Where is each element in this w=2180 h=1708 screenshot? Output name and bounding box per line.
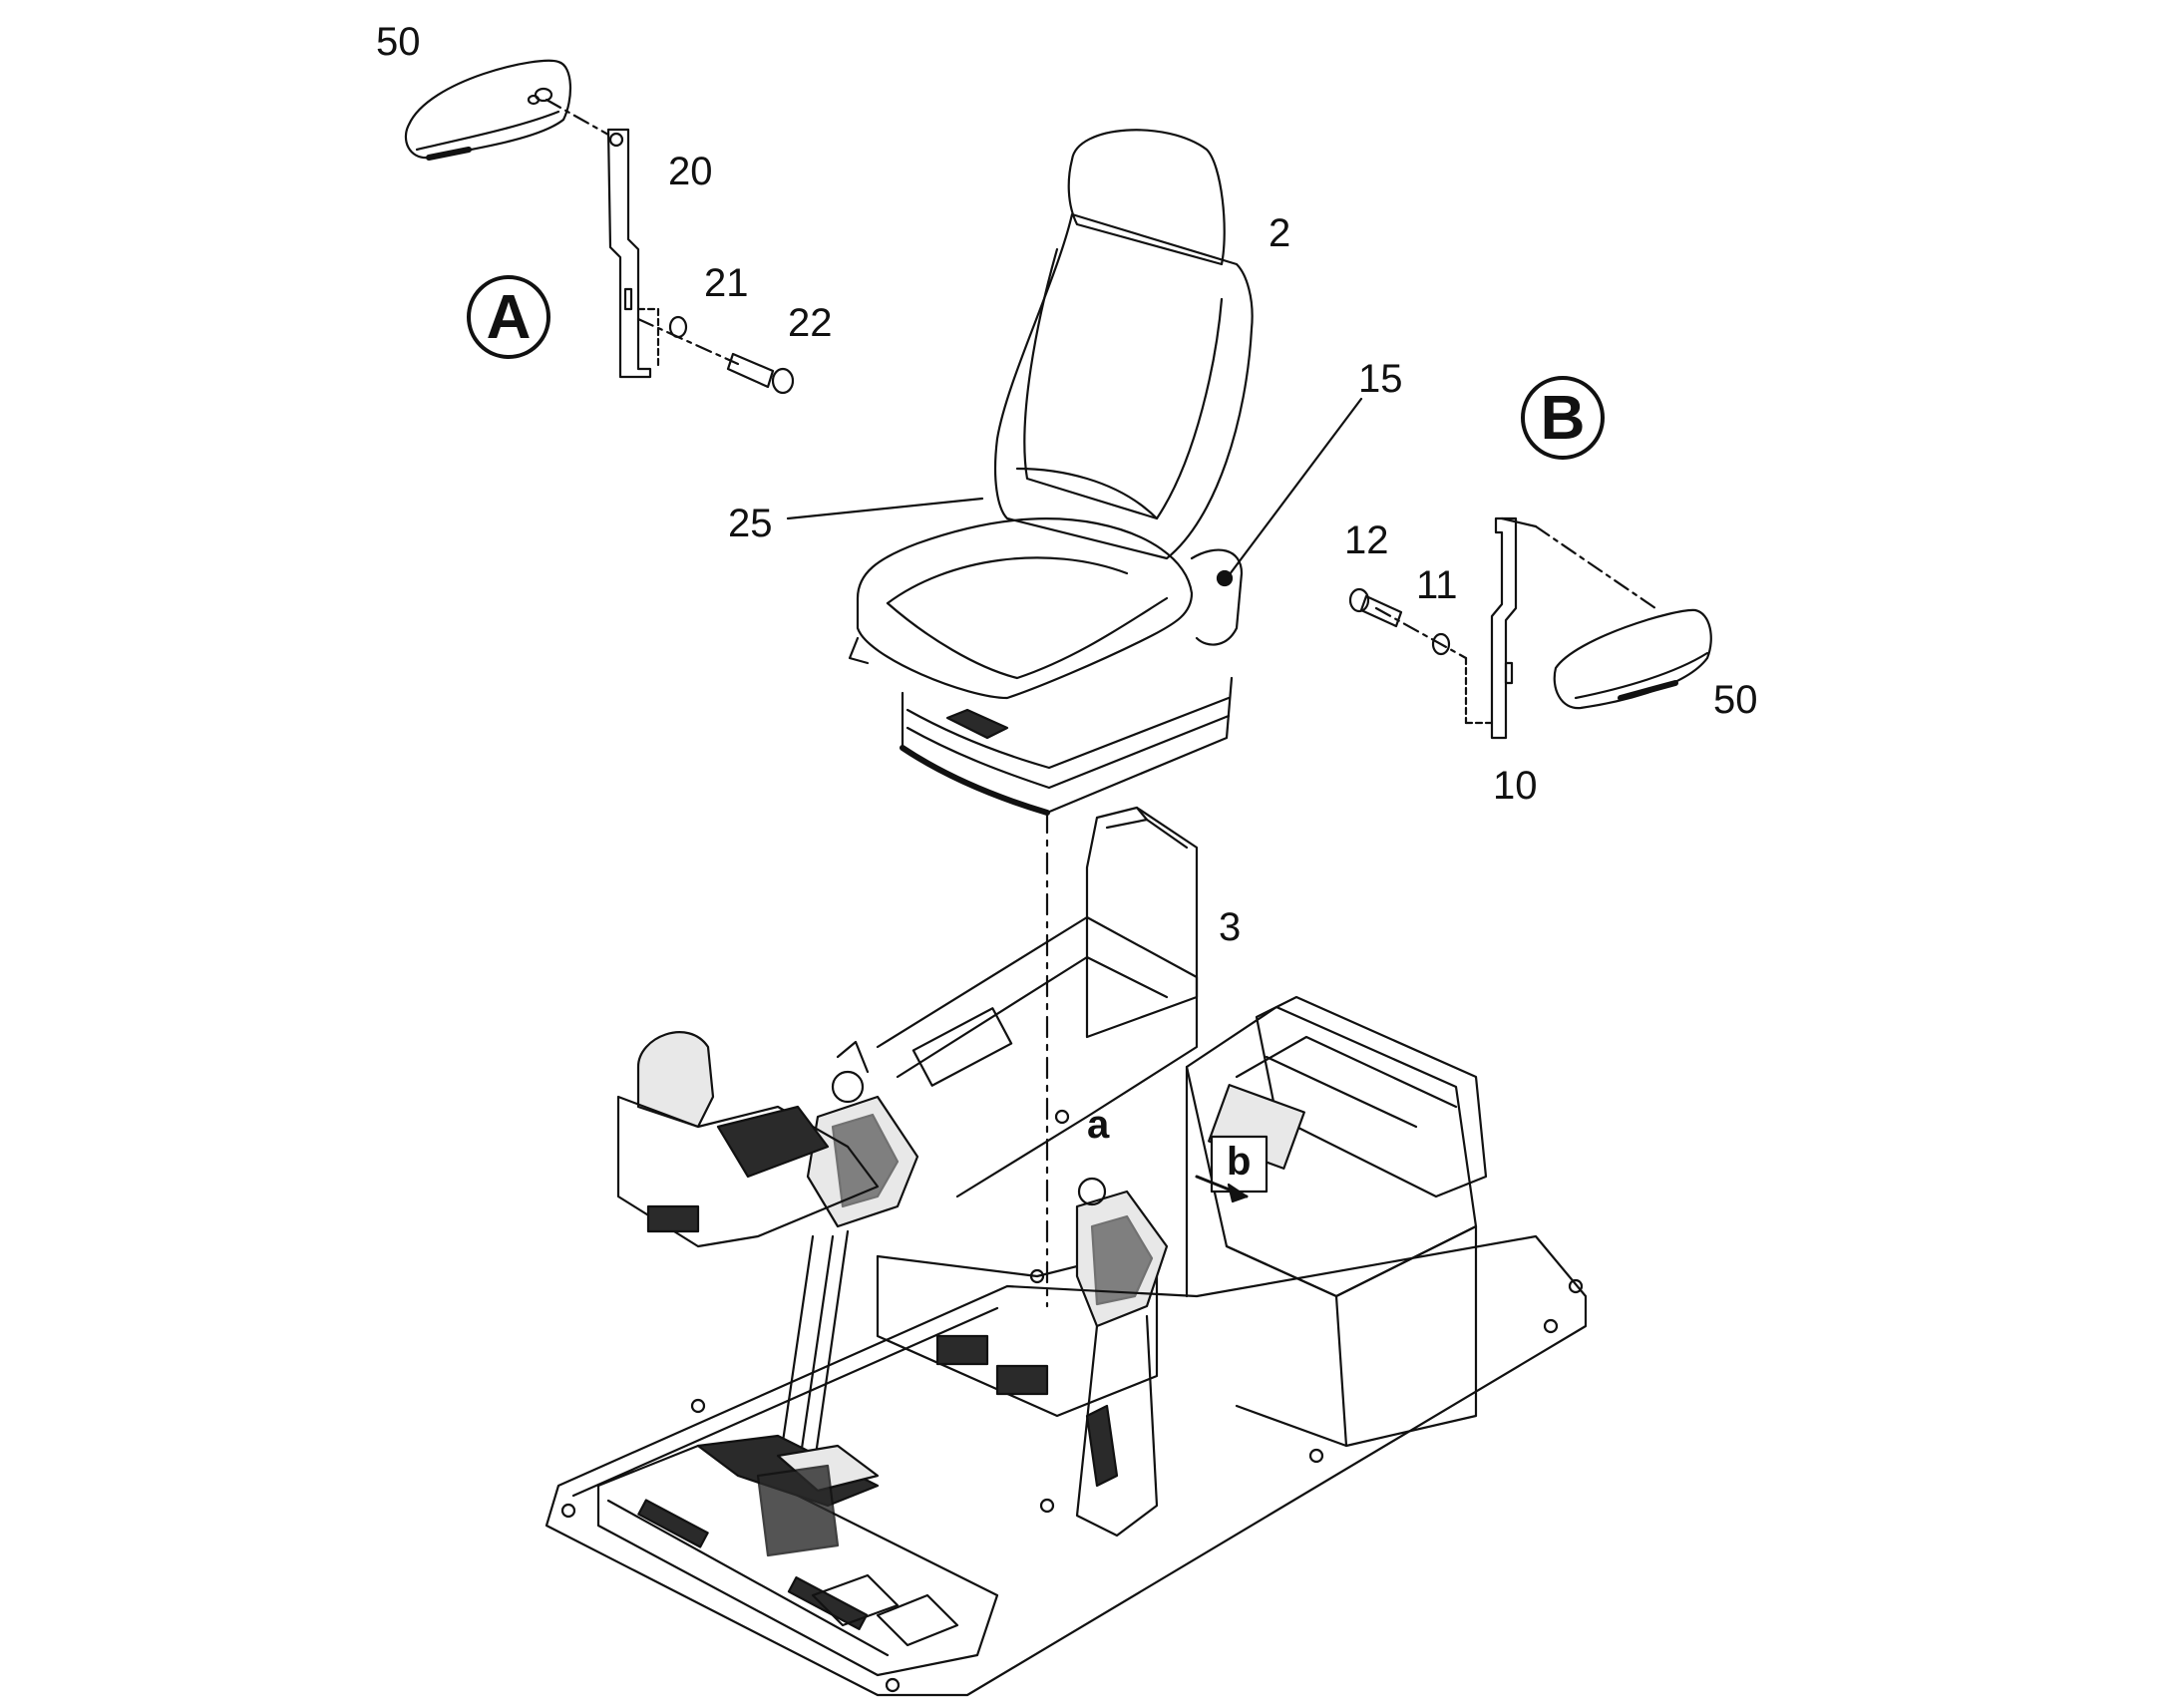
marker-b: b [1227, 1140, 1252, 1184]
callout-3-console: 3 [1219, 905, 1242, 949]
callout-15: 15 [1358, 357, 1403, 401]
bolt-22 [726, 352, 795, 395]
washer-11 [1431, 632, 1451, 656]
callout-50-armrest-a: 50 [376, 20, 421, 64]
armrest-right [1553, 608, 1712, 710]
floor-plate [545, 1234, 1588, 1697]
armrest-left [404, 59, 572, 161]
washer-21 [668, 315, 688, 339]
callout-2-seat: 2 [1269, 211, 1291, 255]
callout-50-armrest-b: 50 [1713, 678, 1758, 722]
bracket-left [606, 128, 660, 379]
detail-a-marker: A [467, 275, 550, 359]
leader-15 [1225, 397, 1363, 580]
callout-11-washer: 11 [1416, 563, 1458, 607]
assembly-line-a1 [545, 98, 610, 137]
assembly-line-b1 [1534, 524, 1657, 610]
bracket-right [1464, 516, 1538, 740]
callout-21-washer: 21 [704, 261, 749, 305]
console [616, 806, 1488, 1537]
callout-10-bracket: 10 [1493, 764, 1538, 808]
assembly-line-b2 [1374, 606, 1468, 660]
callout-20-bracket: 20 [668, 150, 713, 193]
bolt-12 [1348, 587, 1403, 628]
callout-12-bolt: 12 [1344, 518, 1389, 562]
callout-25: 25 [728, 502, 773, 545]
marker-a: a [1087, 1103, 1110, 1147]
leader-25 [786, 497, 984, 520]
assembly-line-a2 [636, 317, 740, 366]
callout-22-bolt: 22 [788, 301, 833, 345]
seat [848, 129, 1254, 816]
detail-b-marker: B [1521, 376, 1605, 460]
